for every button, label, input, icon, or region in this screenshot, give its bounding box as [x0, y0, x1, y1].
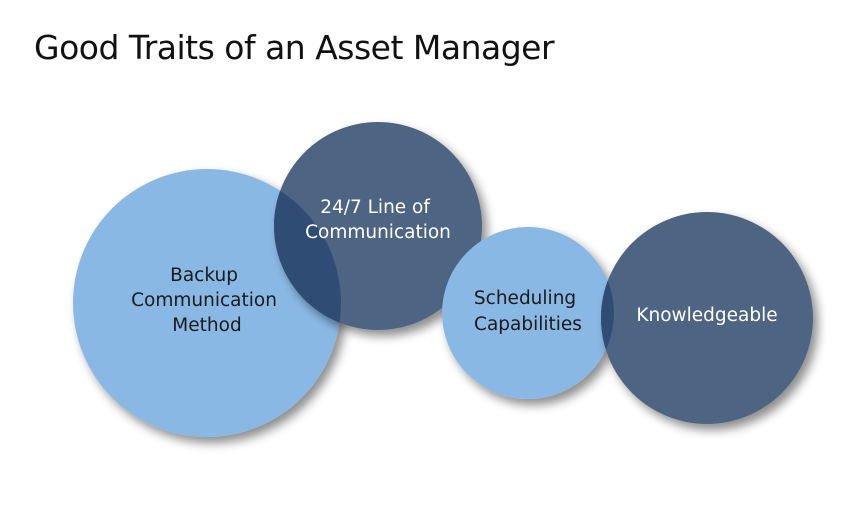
trait-circle-knowledgeable	[601, 212, 813, 424]
trait-circle-backup-communication	[73, 169, 341, 437]
trait-label-scheduling: Scheduling Capabilities	[474, 288, 582, 335]
trait-label-backup-communication: Backup Communication Method	[131, 265, 283, 336]
trait-label-knowledgeable: Knowledgeable	[636, 305, 777, 326]
trait-label-24-7-line: 24/7 Line of Communication	[305, 197, 451, 243]
trait-circle-scheduling	[442, 227, 614, 399]
slide-title: Good Traits of an Asset Manager	[34, 28, 555, 67]
